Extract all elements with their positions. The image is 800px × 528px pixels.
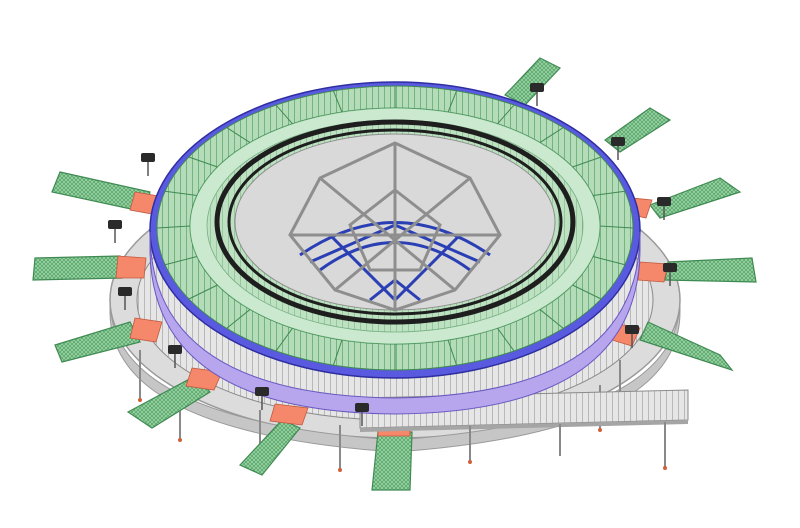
ring-divider	[497, 327, 515, 352]
ring-divider	[592, 190, 625, 196]
chute	[639, 321, 734, 372]
chute	[54, 321, 141, 363]
ring-divider	[164, 256, 198, 266]
induct-pad	[115, 255, 147, 279]
ring-divider	[332, 339, 343, 366]
scanner-head	[625, 325, 639, 334]
ring-divider	[332, 90, 343, 113]
scanner-head	[108, 220, 122, 229]
leg-foot	[138, 398, 142, 402]
ring-divider	[572, 284, 602, 300]
scanner-head	[168, 345, 182, 354]
chute	[504, 57, 561, 106]
ring-divider	[188, 156, 218, 168]
ring-divider	[599, 225, 634, 229]
chute	[649, 177, 742, 219]
ring-divider	[497, 104, 515, 125]
overhead-frame	[288, 141, 502, 312]
ring-divider	[275, 327, 293, 352]
leg-foot	[338, 468, 342, 472]
ring-divider	[156, 225, 191, 229]
ring-divider	[275, 104, 293, 125]
scanner-head	[355, 403, 369, 412]
scanner-head	[663, 263, 677, 272]
ring-divider	[592, 256, 626, 266]
sort-chutes	[32, 57, 757, 491]
chute	[238, 419, 301, 476]
ring-divider	[226, 309, 251, 329]
scanner-head	[141, 153, 155, 162]
scanner-head	[611, 137, 625, 146]
scanner-head	[657, 197, 671, 206]
ring-divider	[572, 156, 602, 168]
leg-foot	[178, 438, 182, 442]
scanner-heads	[108, 83, 677, 426]
ring-divider	[447, 339, 458, 366]
overhead-track	[214, 119, 576, 325]
induct-pad	[129, 317, 163, 343]
ring-divider	[539, 127, 564, 143]
ring-divider	[188, 284, 218, 300]
induct-pad	[269, 403, 309, 426]
scanner-head	[530, 83, 544, 92]
chute	[126, 375, 211, 429]
ring-divider	[165, 190, 198, 196]
chute	[371, 431, 413, 491]
scanner-head	[118, 287, 132, 296]
ring-divider	[226, 127, 251, 143]
ring-divider	[447, 90, 458, 113]
ring-divider	[539, 309, 564, 329]
chute	[32, 255, 123, 281]
ring-panel-dividers	[156, 86, 634, 370]
chute	[664, 257, 757, 283]
scanner-head	[255, 387, 269, 396]
leg-foot	[598, 428, 602, 432]
